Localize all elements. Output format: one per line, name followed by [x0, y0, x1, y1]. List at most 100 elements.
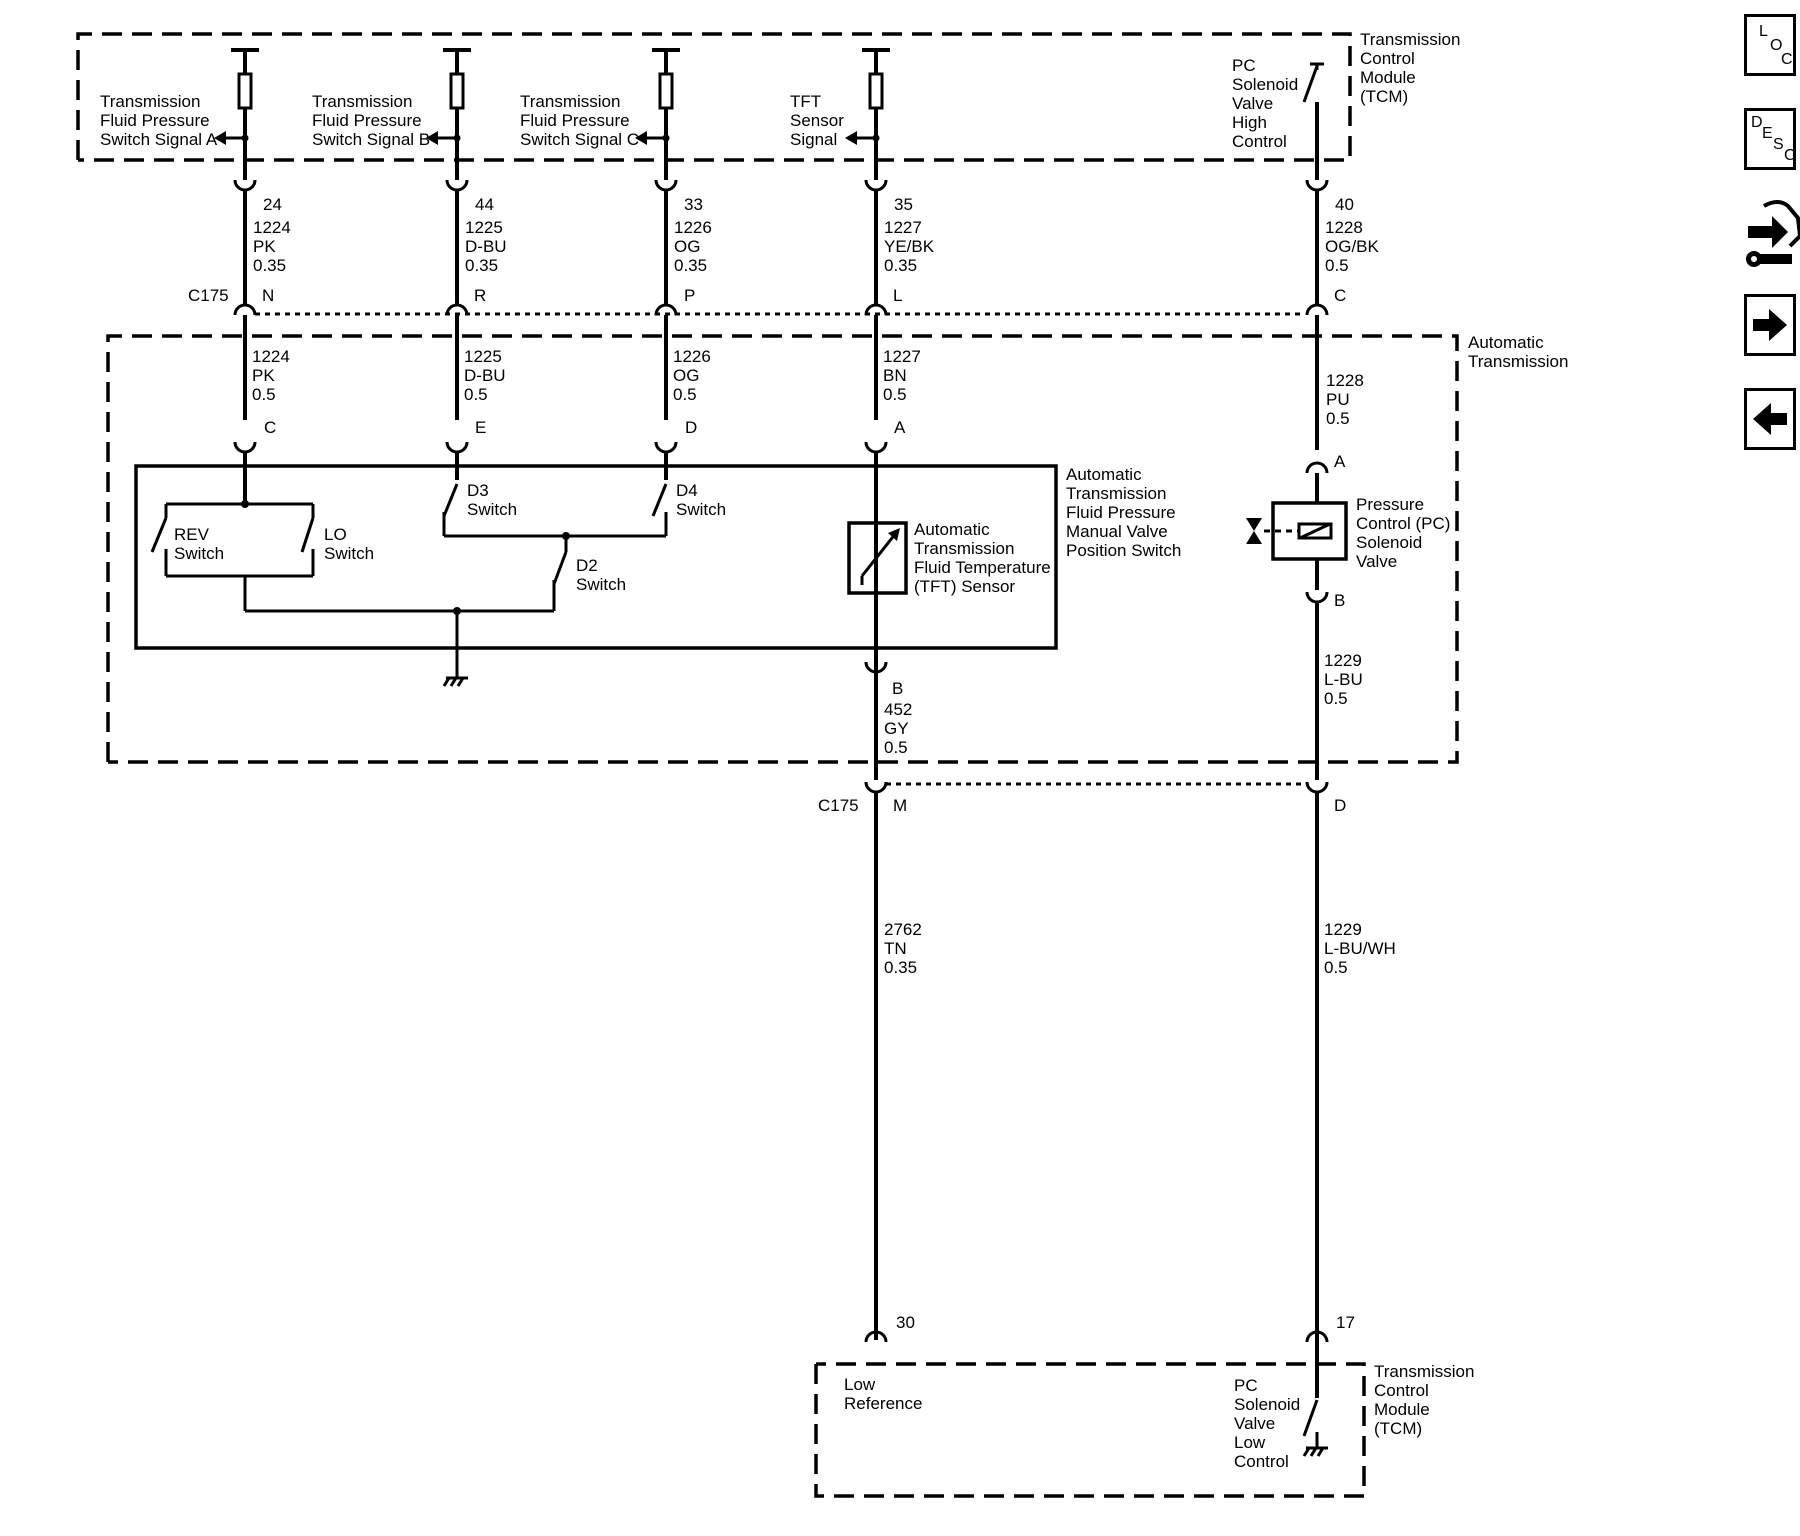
signal-c-line1: Transmission	[520, 92, 620, 111]
gauge-label: 0.35	[253, 256, 286, 275]
low-reference-1: Low	[844, 1375, 876, 1394]
pin-l: L	[893, 286, 902, 305]
signal-c-line3: Switch Signal C	[520, 130, 639, 149]
pin-d: D	[1334, 796, 1346, 815]
color-label: BN	[883, 366, 907, 385]
tft-sensor-label-3: Fluid Temperature	[914, 558, 1051, 577]
pin-m: M	[893, 796, 907, 815]
wire-label-33: 33 1226 OG 0.35	[674, 195, 712, 275]
lo-switch-contact-icon	[300, 517, 315, 553]
color-label: YE/BK	[884, 237, 935, 256]
wire-label-1228-pu: 1228 PU 0.5 A	[1326, 371, 1364, 471]
wire-label-1224-in: 1224 PK 0.5 C	[252, 347, 290, 437]
pc-high-line1: PC	[1232, 56, 1256, 75]
switch-assembly-label-2: Transmission	[1066, 484, 1166, 503]
wire-label-44: 44 1225 D-BU 0.35	[465, 195, 507, 275]
description-button[interactable]: D E S C	[1744, 108, 1796, 170]
color-label: D-BU	[465, 237, 507, 256]
gauge-label: 0.5	[1324, 689, 1348, 708]
circuit-label: 1224	[253, 218, 291, 237]
pc-low-line1: PC	[1234, 1376, 1258, 1395]
circuit-label: 1225	[465, 218, 503, 237]
automatic-transmission: Automatic Transmission	[106, 333, 1568, 764]
pin-label: A	[1334, 452, 1346, 471]
pin-r: R	[474, 286, 486, 305]
loc-letter-c: C	[1781, 51, 1793, 68]
connector-view-button[interactable]	[1744, 196, 1800, 272]
wire-label-1225-in: 1225 D-BU 0.5 E	[464, 347, 506, 437]
d2-switch-contact-icon	[552, 551, 568, 585]
switch-contact-icon	[1302, 65, 1319, 103]
tft-sensor: Automatic Transmission Fluid Temperature…	[847, 452, 1051, 672]
pin-label: C	[264, 418, 276, 437]
location-button[interactable]: L O C	[1744, 14, 1796, 76]
connector-icon	[1746, 200, 1800, 267]
signal-b-line1: Transmission	[312, 92, 412, 111]
signal-b-line2: Fluid Pressure	[312, 111, 422, 130]
gauge-label: 0.5	[1324, 958, 1348, 977]
switch-assembly-label-3: Fluid Pressure	[1066, 503, 1176, 522]
loc-letter-o: O	[1770, 37, 1783, 54]
loc-letter-l: L	[1759, 23, 1768, 40]
wire-label-40: 40 1228 OG/BK 0.5	[1325, 195, 1380, 275]
circuit-label: 452	[884, 700, 912, 719]
gauge-label: 0.5	[464, 385, 488, 404]
desc-letter-s: S	[1773, 136, 1784, 153]
color-label: PU	[1326, 390, 1350, 409]
d3-switch-contact-icon	[442, 483, 459, 517]
tcm-top-label-3: Module	[1360, 68, 1416, 87]
arrow-left-icon	[214, 131, 226, 145]
wires-lower	[864, 792, 1329, 1344]
color-label: PK	[252, 366, 275, 385]
pc-solenoid-label-1: Pressure	[1356, 495, 1424, 514]
tcm-bottom-module: 30 17 Low Reference Transmission Control…	[814, 1313, 1474, 1498]
wires-mid	[233, 315, 1329, 604]
pin-label: 33	[684, 195, 703, 214]
pin-p: P	[684, 286, 695, 305]
auto-trans-label-1: Automatic	[1468, 333, 1544, 352]
connector-c175-bottom: C175 M D	[818, 780, 1346, 815]
pc-low-line2: Solenoid	[1234, 1395, 1300, 1414]
tcm-bottom-label-2: Control	[1374, 1381, 1429, 1400]
wires-upper	[233, 154, 1329, 305]
wire-label-24: 24 1224 PK 0.35	[253, 195, 291, 275]
signal-tft: TFT Sensor Signal	[790, 48, 892, 156]
circuit-label: 1229	[1324, 920, 1362, 939]
tcm-bottom-label-1: Transmission	[1374, 1362, 1474, 1381]
arrow-left-icon	[426, 131, 438, 145]
color-label: L-BU/WH	[1324, 939, 1396, 958]
desc-letter-d: D	[1751, 114, 1763, 131]
color-label: D-BU	[464, 366, 506, 385]
d3-switch-label-1: D3	[467, 481, 489, 500]
pin-label: 35	[894, 195, 913, 214]
color-label: OG	[673, 366, 699, 385]
gauge-label: 0.35	[884, 256, 917, 275]
rev-lo-switches: REV Switch LO Switch	[150, 452, 554, 615]
low-reference-2: Reference	[844, 1394, 922, 1413]
rev-switch-contact-icon	[150, 517, 168, 553]
ground-icon	[1302, 1446, 1328, 1457]
wire-label-2762: 2762 TN 0.35	[884, 920, 922, 977]
d4-switch-contact-icon	[651, 483, 668, 517]
pc-low-line4: Low	[1234, 1433, 1266, 1452]
d4-switch-label-2: Switch	[676, 500, 726, 519]
connector-name: C175	[188, 286, 229, 305]
previous-button[interactable]	[1744, 388, 1796, 450]
pin-label: 40	[1335, 195, 1354, 214]
switch-contact-icon	[1302, 1399, 1319, 1437]
tft-sensor-label-2: Transmission	[914, 539, 1014, 558]
pc-high-line5: Control	[1232, 132, 1287, 151]
lo-switch-label-1: LO	[324, 525, 347, 544]
color-label: OG	[674, 237, 700, 256]
gauge-label: 0.35	[884, 958, 917, 977]
desc-letter-e: E	[1762, 125, 1773, 142]
switch-assembly-label-4: Manual Valve	[1066, 522, 1168, 541]
circuit-label: 1228	[1325, 218, 1363, 237]
switch-assembly-label-5: Position Switch	[1066, 541, 1181, 560]
signal-tft-line2: Sensor	[790, 111, 844, 130]
tcm-top-label-1: Transmission	[1360, 30, 1460, 49]
pressure-switch-assembly: Automatic Transmission Fluid Pressure Ma…	[134, 464, 1181, 650]
next-button[interactable]	[1744, 294, 1796, 356]
circuit-label: 1229	[1324, 651, 1362, 670]
